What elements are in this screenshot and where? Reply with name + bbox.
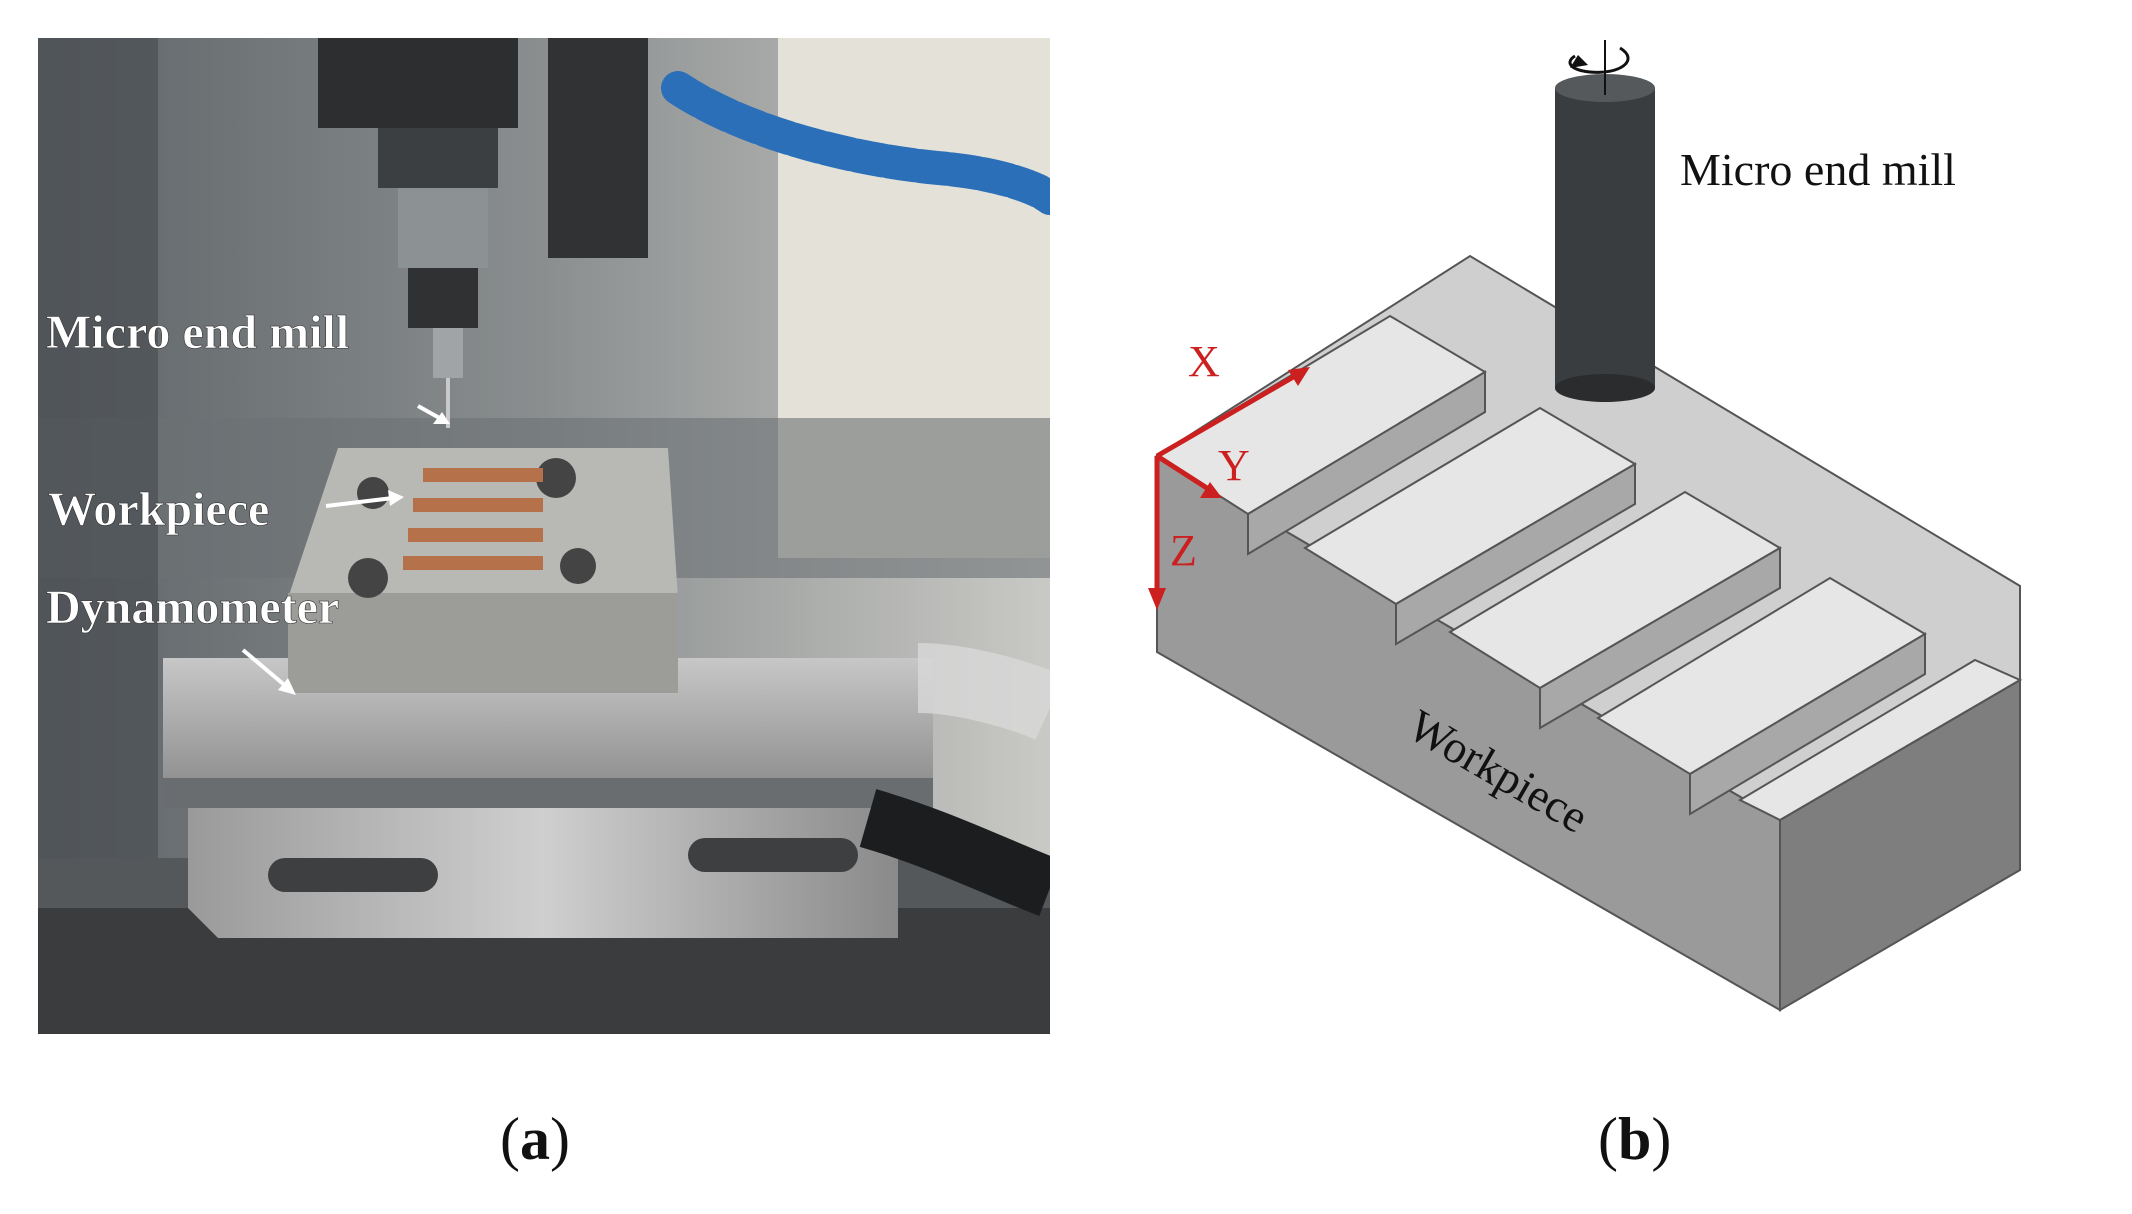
x-axis-arrow [1155,373,1297,459]
micro-end-mill-tool [1555,88,1655,388]
rotation-arrow-icon [1568,46,1630,74]
label-workpiece-photo: Workpiece [48,483,269,536]
label-micro-end-mill-photo: Micro end mill [46,306,349,359]
y-axis-arrow [1155,453,1212,493]
label-dynamometer-photo: Dynamometer [46,581,339,634]
caption-a: (a) [500,1106,570,1172]
setup-photo: Micro end mill Workpiece Dynamometer [38,38,1050,1034]
workpiece-schematic: Micro end mill X Y Z Workpiece [1100,20,2110,1030]
y-axis-label: Y [1218,441,1250,490]
caption-b-letter: b [1617,1106,1652,1172]
caption-a-letter: a [519,1106,550,1172]
caption-b: (b) [1598,1106,1672,1172]
label-micro-end-mill-diagram: Micro end mill [1680,144,1956,195]
x-axis-label: X [1188,337,1220,386]
setup-photo-illustration: Micro end mill Workpiece Dynamometer [38,38,1050,1034]
z-axis-label: Z [1170,526,1197,575]
workpiece-schematic-svg: Micro end mill X Y Z Workpiece [1148,40,2023,1012]
